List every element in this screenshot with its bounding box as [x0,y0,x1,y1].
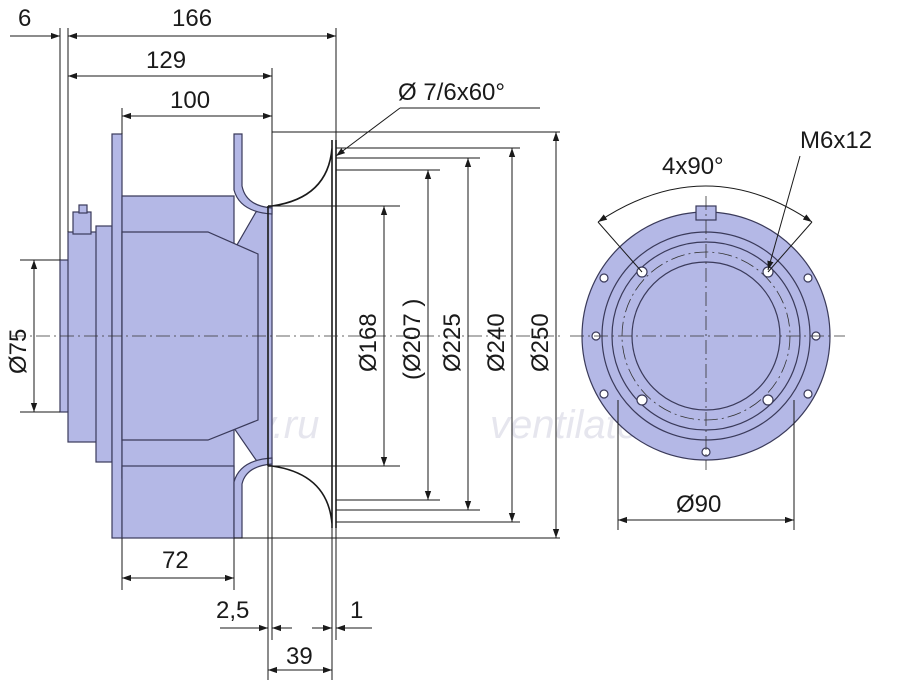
dim-39: 39 [286,643,313,670]
extension-lines [20,28,560,680]
dimension-lines [10,32,560,674]
cable-gland-top [78,204,88,214]
dim-129: 129 [146,47,186,74]
dim-2-5: 2,5 [216,597,249,624]
motor-rear [67,231,99,443]
dim-6: 6 [18,5,31,32]
dim-166: 166 [172,5,212,32]
motor-flange [95,225,113,463]
dim-d90: Ø90 [676,491,721,518]
cable-gland [72,211,92,235]
dim-72: 72 [162,547,189,574]
impeller-lower-blades [121,465,235,539]
dim-d75: Ø75 [5,329,32,374]
dim-angle: 4x90° [662,153,724,180]
dim-d225: Ø225 [439,313,466,372]
dim-d250: Ø250 [527,313,554,372]
dim-thread: M6x12 [800,127,872,154]
dim-100: 100 [170,87,210,114]
dim-d207: (Ø207 ) [399,299,426,380]
front-dimension-lines [597,155,813,530]
shroud-top [233,133,273,215]
inlet-nozzle [268,140,333,528]
dim-d240: Ø240 [483,313,510,372]
dim-chamfer: Ø 7/6x60° [398,79,505,106]
shroud-bottom [233,457,273,539]
dim-1: 1 [350,597,363,624]
dim-d168: Ø168 [355,313,382,372]
